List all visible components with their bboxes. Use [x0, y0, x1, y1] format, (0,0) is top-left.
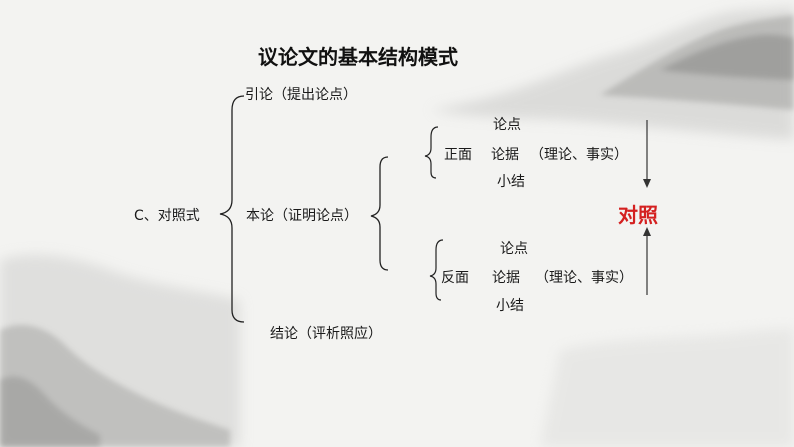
body-label: 本论（证明论点） — [246, 208, 358, 224]
contrast-label: 对照 — [618, 203, 658, 227]
negative-point: 论点 — [500, 241, 528, 257]
intro-label: 引论（提出论点） — [245, 87, 357, 103]
main-brace — [219, 95, 245, 323]
body-brace — [370, 156, 389, 271]
positive-summary: 小结 — [497, 174, 525, 190]
slide-title: 议论文的基本结构模式 — [258, 45, 458, 69]
negative-brace — [429, 239, 444, 301]
arrow-up-head — [643, 227, 651, 236]
negative-evidence: 论据 — [492, 270, 520, 286]
positive-evidence: 论据 — [491, 147, 519, 163]
negative-summary: 小结 — [496, 298, 524, 314]
positive-head: 正面 — [444, 147, 472, 163]
positive-brace — [424, 126, 439, 179]
positive-point: 论点 — [493, 117, 521, 133]
negative-evidence-note: （理论、事实） — [535, 270, 633, 286]
arrow-down-head — [643, 179, 651, 188]
negative-head: 反面 — [441, 270, 469, 286]
positive-evidence-note: （理论、事实） — [530, 147, 628, 163]
root-label: C、对照式 — [134, 208, 200, 224]
conclusion-label: 结论（评析照应） — [270, 326, 382, 342]
